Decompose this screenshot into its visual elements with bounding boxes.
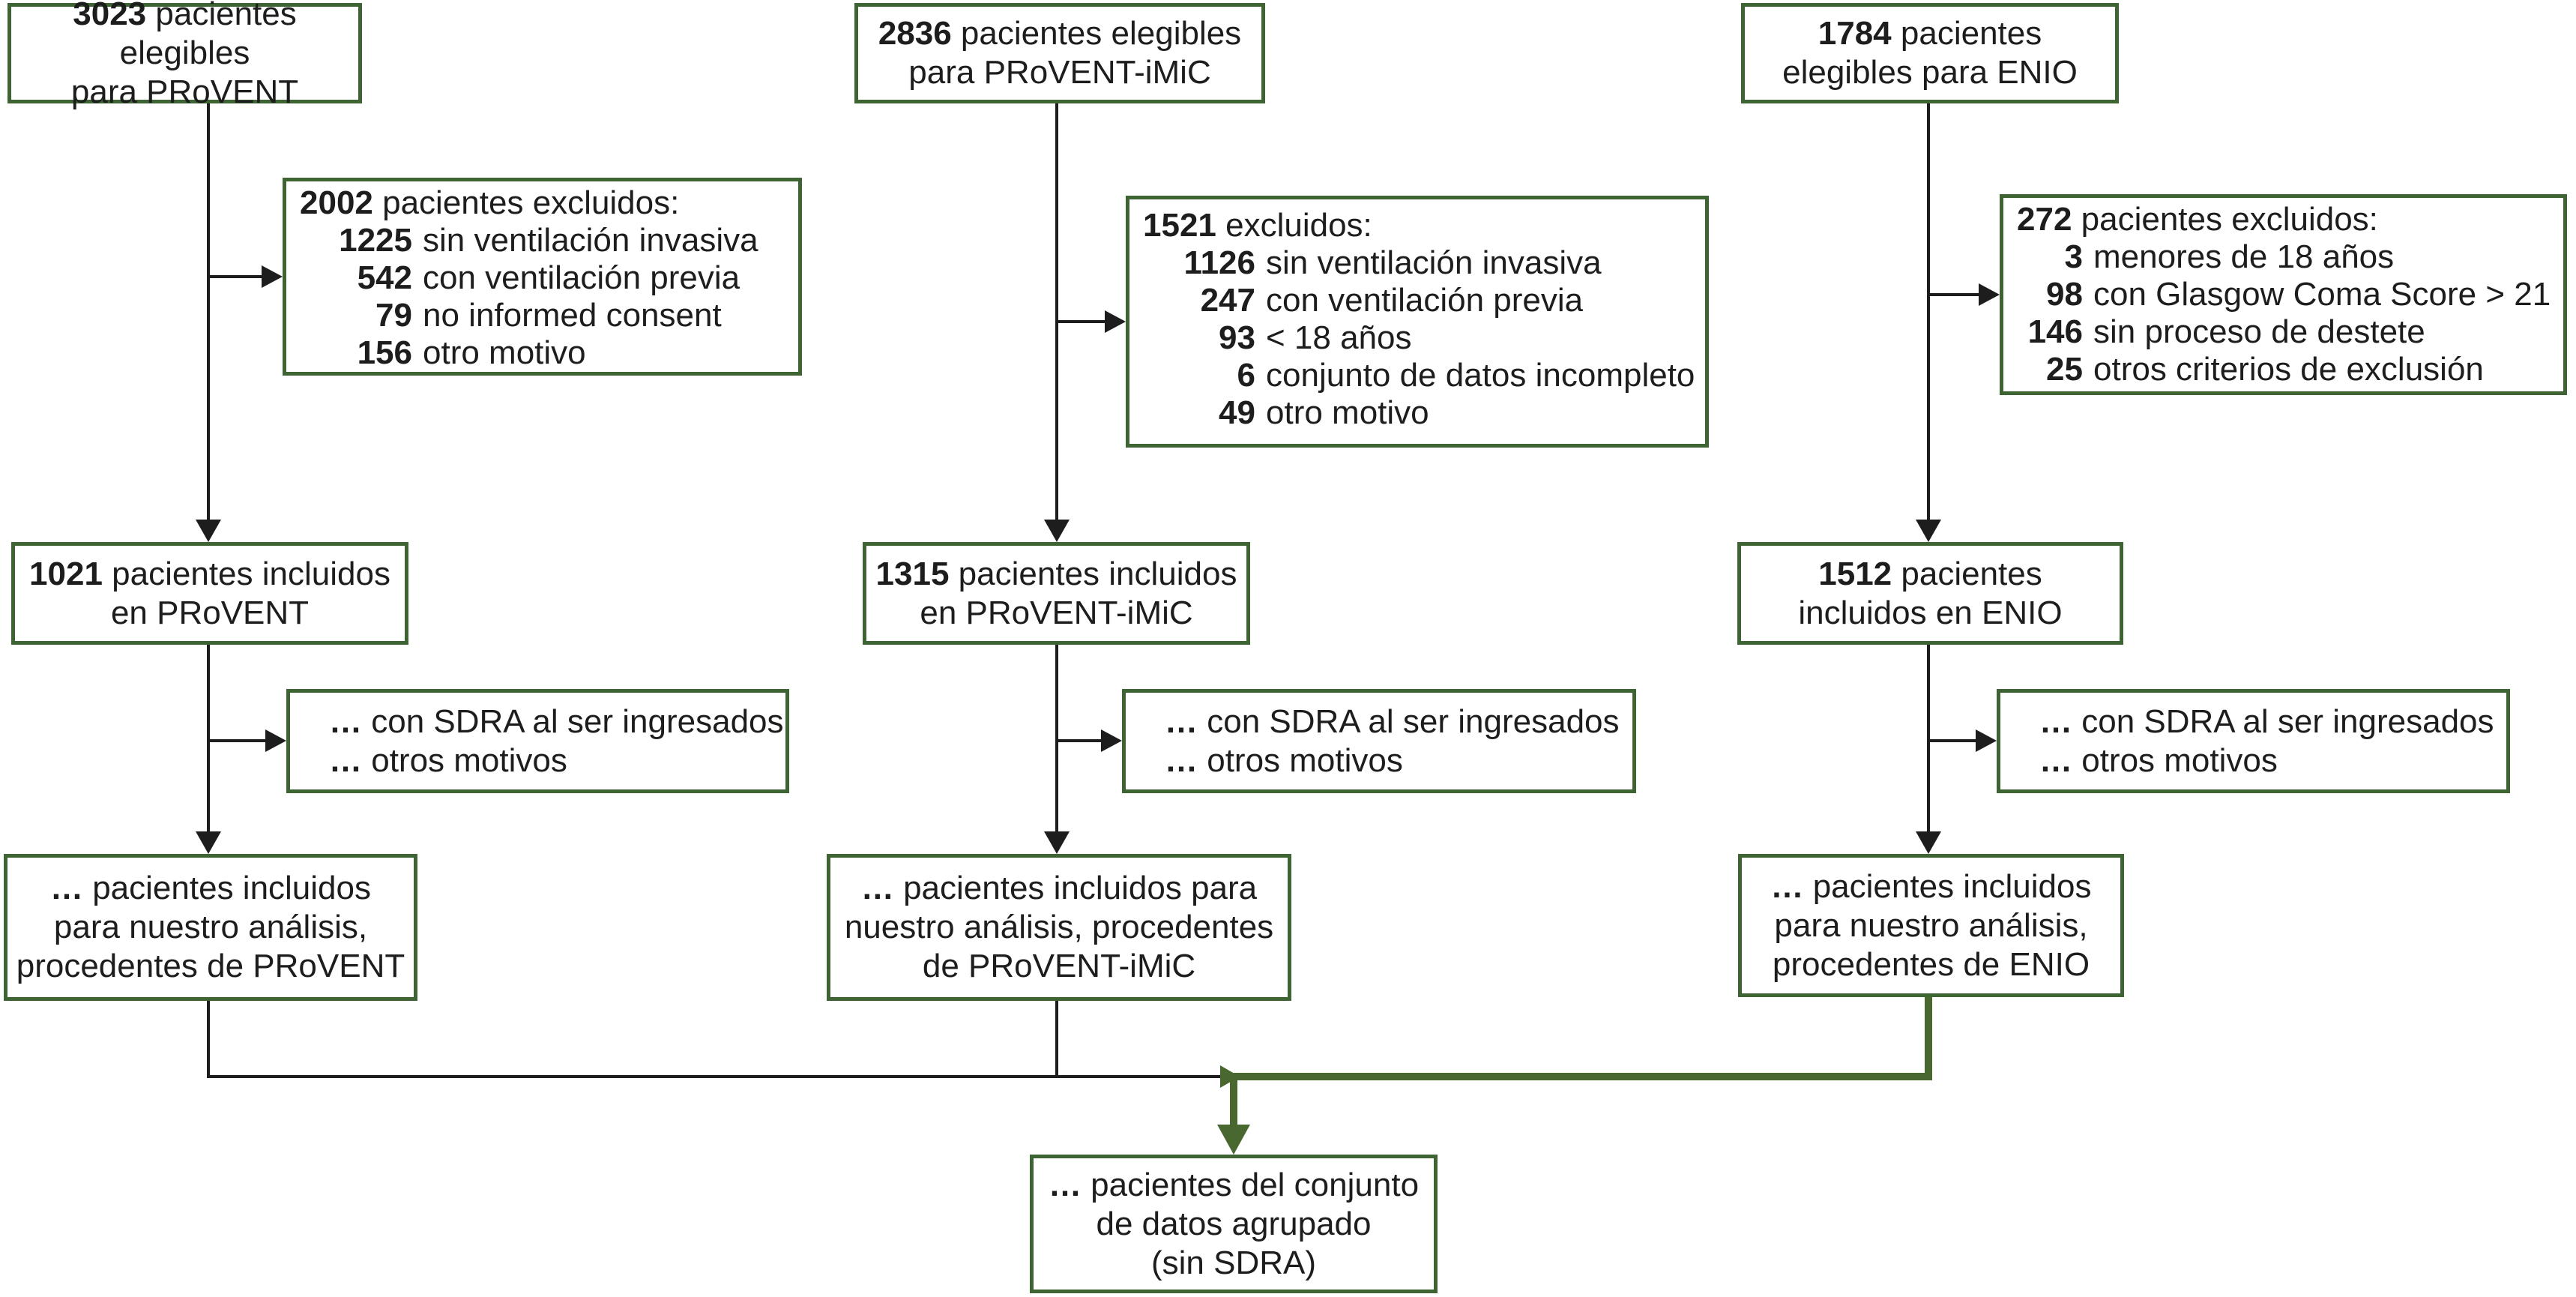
included-line2: en PRoVENT-iMiC (920, 594, 1193, 631)
analysis-line3: de PRoVENT-iMiC (922, 948, 1196, 984)
excluded-item: 93< 18 años (1219, 319, 1412, 356)
sdra-line1: … con SDRA al ser ingresados (1165, 702, 1620, 740)
connector-line (1928, 739, 1977, 742)
arrow-down (196, 831, 221, 854)
arrow-right (1105, 310, 1126, 333)
included-box-provent: 1021 pacientes incluidos en PRoVENT (11, 542, 408, 645)
pooled-line3: (sin SDRA) (1150, 1244, 1317, 1281)
sdra-line1: … con SDRA al ser ingresados (2039, 702, 2494, 740)
sdra-note-box-provent-imic: … con SDRA al ser ingresados … otros mot… (1122, 689, 1636, 793)
merge-line-black (208, 1075, 1222, 1078)
arrow-right (262, 265, 283, 288)
arrow-down (1916, 520, 1941, 542)
analysis-line1: … pacientes incluidos (49, 870, 371, 906)
analysis-box-provent-imic: … pacientes incluidos para nuestro análi… (827, 854, 1291, 1001)
analysis-line3: procedentes de ENIO (1772, 945, 2090, 983)
eligible-line1: 1784 pacientes (1818, 15, 2042, 52)
connector-line (208, 739, 267, 742)
merge-line-green (1925, 997, 1932, 1080)
sdra-line2: … otros motivos (2039, 741, 2278, 779)
eligible-box-enio: 1784 pacientes elegibles para ENIO (1741, 3, 2119, 103)
analysis-line1: … pacientes incluidos para (860, 870, 1258, 906)
analysis-line2: nuestro análisis, procedentes (844, 909, 1274, 945)
connector-line (1928, 293, 1980, 296)
included-line1: 1315 pacientes incluidos (875, 555, 1237, 592)
eligible-line2: para PRoVENT-iMiC (908, 54, 1211, 91)
eligible-box-provent: 3023 pacientes elegibles para PRoVENT (7, 0, 362, 110)
connector-line (1057, 739, 1103, 742)
included-box-enio: 1512 pacientes incluidos en ENIO (1737, 542, 2123, 645)
arrow-right (1101, 729, 1122, 752)
excluded-header: 272 pacientes excluidos: (2017, 201, 2378, 238)
arrow-right (265, 729, 286, 752)
sdra-line2: … otros motivos (329, 741, 567, 779)
pooled-line2: de datos agrupado (1096, 1205, 1372, 1242)
eligible-line2: para PRoVENT (70, 73, 299, 110)
eligible-box-provent-imic: 2836 pacientes elegibles para PRoVENT-iM… (854, 3, 1265, 103)
sdra-note-box-enio: … con SDRA al ser ingresados … otros mot… (1997, 689, 2510, 793)
included-box-provent-imic: 1315 pacientes incluidos en PRoVENT-iMiC (863, 542, 1250, 645)
connector-line (1055, 645, 1058, 832)
analysis-box-enio: … pacientes incluidos para nuestro análi… (1738, 854, 2124, 997)
analysis-line1: … pacientes incluidos (1770, 867, 2092, 905)
connector-line (1927, 645, 1930, 832)
connector-line (208, 275, 263, 278)
pooled-line1: … pacientes del conjunto (1048, 1166, 1420, 1203)
merge-line-green (1223, 1073, 1932, 1080)
arrow-down (1044, 831, 1070, 854)
analysis-line3: procedentes de PRoVENT (16, 948, 405, 984)
eligible-line1: 3023 pacientes elegibles (73, 0, 297, 71)
merge-arrow-down (1217, 1125, 1250, 1155)
included-line2: en PRoVENT (110, 594, 310, 631)
connector-line (207, 645, 210, 832)
connector-line (207, 1001, 210, 1078)
eligible-line1: 2836 pacientes elegibles (878, 15, 1242, 52)
excluded-header: 2002 pacientes excluidos: (300, 184, 680, 221)
arrow-right (1979, 283, 2000, 306)
analysis-line2: para nuestro análisis, (53, 909, 368, 945)
arrow-down (1044, 520, 1070, 542)
connector-line (1055, 1001, 1058, 1078)
connector-line (207, 103, 210, 520)
excluded-header: 1521 excluidos: (1143, 207, 1372, 244)
eligible-line2: elegibles para ENIO (1782, 54, 2078, 91)
connector-line (1057, 320, 1106, 323)
arrow-right (1976, 729, 1997, 752)
pooled-dataset-box: … pacientes del conjunto de datos agrupa… (1030, 1155, 1438, 1293)
sdra-line1: … con SDRA al ser ingresados (329, 702, 784, 740)
sdra-note-box-provent: … con SDRA al ser ingresados … otros mot… (286, 689, 789, 793)
included-line1: 1021 pacientes incluidos (29, 555, 390, 592)
included-line2: incluidos en ENIO (1798, 594, 2063, 631)
included-line1: 1512 pacientes (1818, 555, 2042, 592)
merge-line-green (1230, 1077, 1237, 1128)
sdra-line2: … otros motivos (1165, 741, 1403, 779)
connector-line (1927, 103, 1930, 520)
analysis-line2: para nuestro análisis, (1774, 906, 2088, 944)
arrow-down (1916, 831, 1941, 854)
arrow-down (196, 520, 221, 542)
connector-line (1055, 103, 1058, 520)
analysis-box-provent: … pacientes incluidos para nuestro análi… (4, 854, 417, 1001)
